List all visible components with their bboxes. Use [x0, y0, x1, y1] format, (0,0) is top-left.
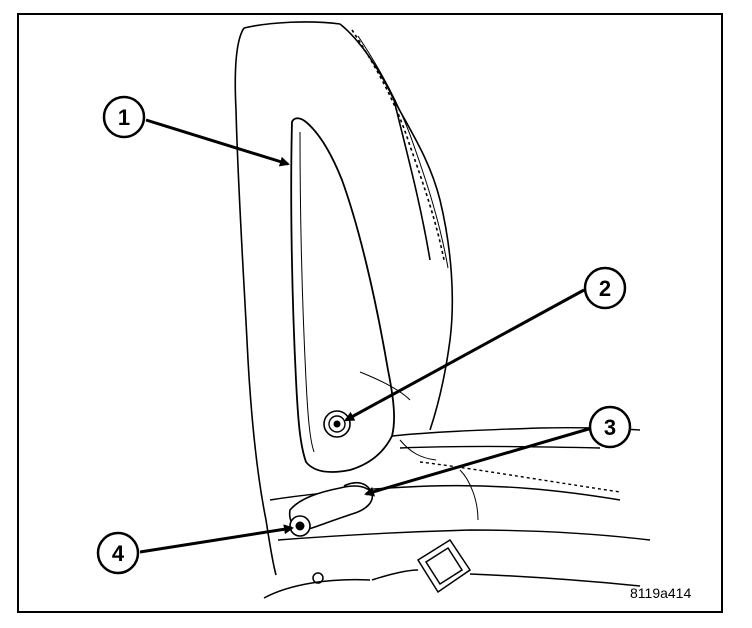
callout-4: 4 — [96, 531, 140, 575]
leader-line-4 — [139, 524, 294, 554]
leader-line-3 — [364, 426, 593, 497]
bolt-icon — [289, 515, 311, 537]
leader-line-2 — [344, 288, 585, 422]
callout-2: 2 — [583, 266, 627, 310]
callout-label: 1 — [118, 105, 130, 130]
callout-label: 2 — [599, 276, 611, 301]
seat-back — [234, 21, 454, 576]
leader-line-1 — [145, 118, 290, 167]
callout-1: 1 — [102, 95, 146, 139]
callout-label: 3 — [604, 415, 616, 440]
screw-icon — [323, 410, 351, 438]
leader-lines — [139, 118, 593, 554]
side-shield-panel — [290, 117, 395, 473]
figure-id: 8119a414 — [630, 585, 692, 601]
callout-3: 3 — [588, 405, 632, 449]
callout-label: 4 — [112, 541, 125, 566]
buckle-assembly — [263, 538, 641, 599]
